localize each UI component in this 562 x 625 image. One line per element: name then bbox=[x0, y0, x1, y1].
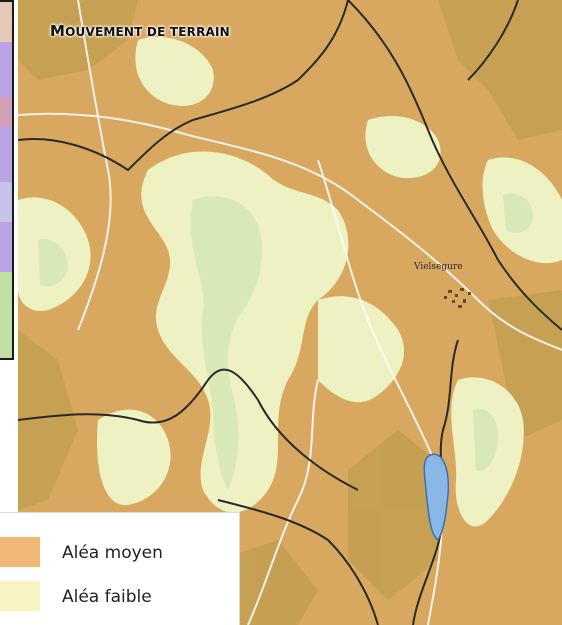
legend-item-medium-hazard: Aléa moyen bbox=[0, 531, 240, 575]
hazard-map[interactable]: Vielsegure bbox=[18, 0, 562, 625]
legend-swatch-medium bbox=[0, 537, 40, 567]
legend-item-low-hazard: Aléa faible bbox=[0, 575, 240, 619]
lake bbox=[423, 453, 450, 542]
legend-swatch-low bbox=[0, 581, 40, 611]
inset-map-graphic bbox=[0, 2, 12, 358]
map-title-initial: M bbox=[50, 22, 66, 40]
terrain-map bbox=[18, 0, 562, 625]
map-title-rest: OUVEMENT DE TERRAIN bbox=[65, 25, 230, 39]
legend-label-medium: Aléa moyen bbox=[62, 543, 163, 563]
map-title: MOUVEMENT DE TERRAIN bbox=[50, 22, 230, 40]
legend-label-low: Aléa faible bbox=[62, 587, 152, 607]
legend: Aléa moyen Aléa faible bbox=[0, 512, 240, 625]
place-label-vielsegure: Vielsegure bbox=[414, 262, 463, 272]
inset-map bbox=[0, 0, 14, 360]
town-cluster bbox=[444, 288, 471, 308]
